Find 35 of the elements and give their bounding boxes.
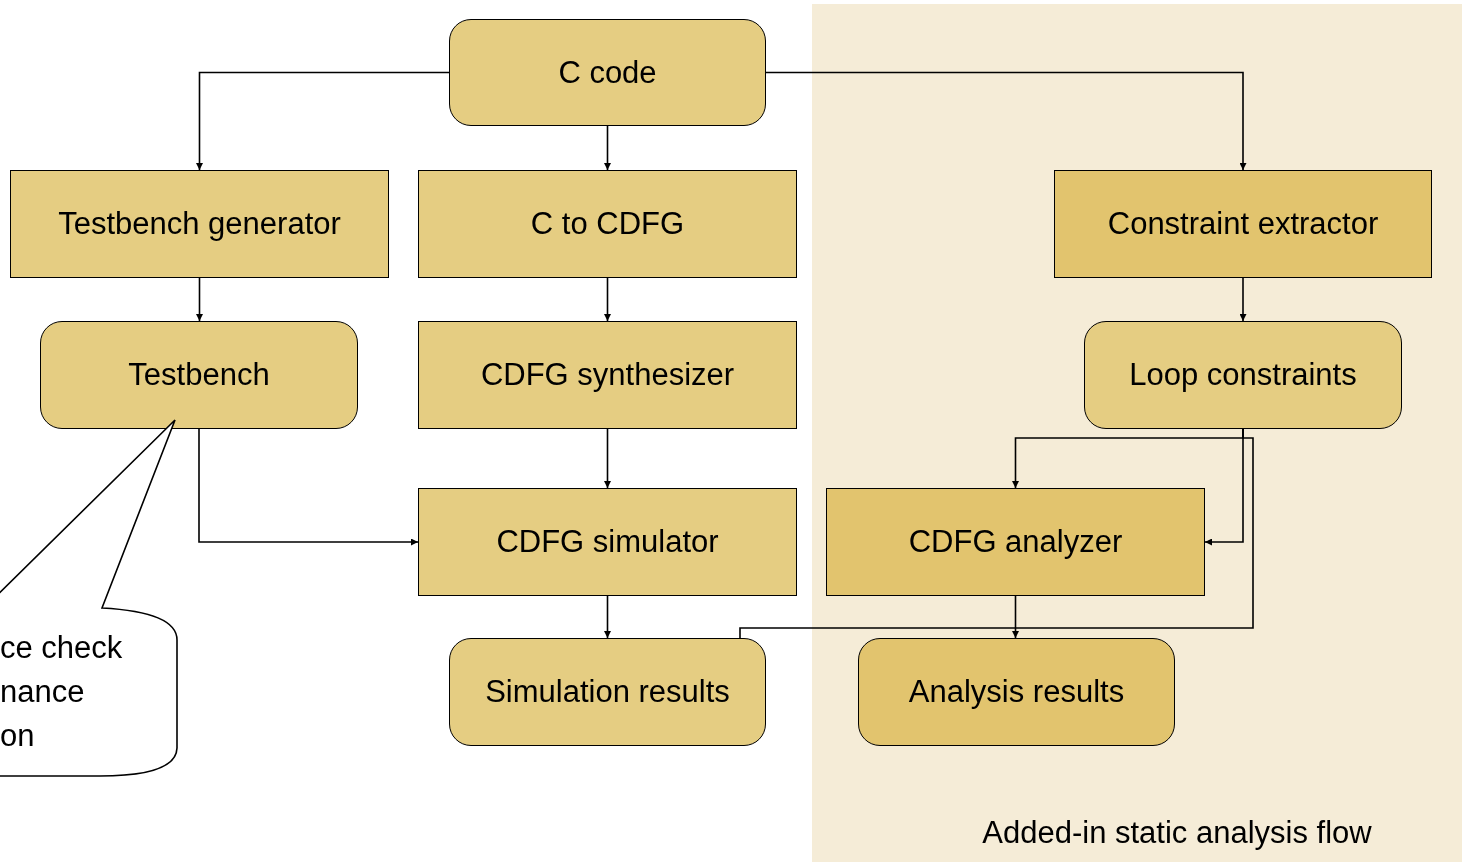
rounded-box bbox=[449, 638, 766, 746]
node-label: C to CDFG bbox=[530, 205, 685, 243]
rounded-box bbox=[40, 321, 358, 429]
rounded-box bbox=[449, 19, 766, 126]
node-label: CDFG synthesizer bbox=[480, 356, 735, 394]
node-label: Analysis results bbox=[908, 673, 1125, 711]
arrow bbox=[604, 428, 611, 489]
rounded-box bbox=[858, 638, 1175, 746]
node-label: C code bbox=[558, 53, 657, 92]
process-box bbox=[826, 488, 1205, 596]
shaded-band bbox=[812, 4, 1462, 862]
arrow bbox=[198, 428, 419, 546]
node-label: Loop constraints bbox=[1129, 356, 1357, 394]
band-title: Added-in static analysis flow bbox=[981, 813, 1372, 852]
arrow bbox=[604, 595, 611, 639]
arrow bbox=[604, 277, 611, 322]
process-box bbox=[418, 170, 797, 278]
arrow bbox=[765, 71, 1247, 171]
node-label: CDFG analyzer bbox=[908, 523, 1123, 561]
node-label: ce check nance on bbox=[0, 630, 123, 753]
arrow bbox=[196, 71, 450, 171]
node-label: Testbench bbox=[128, 356, 270, 394]
rounded-box bbox=[1084, 321, 1402, 429]
process-box bbox=[418, 488, 797, 596]
arrow bbox=[196, 277, 203, 322]
arrow bbox=[1239, 277, 1247, 322]
arrow bbox=[1012, 595, 1019, 639]
node-label: Simulation results bbox=[485, 673, 730, 711]
process-box bbox=[10, 170, 389, 278]
arrow bbox=[604, 125, 611, 171]
node-label: CDFG simulator bbox=[496, 523, 719, 561]
process-box bbox=[418, 321, 797, 429]
node-label: Testbench generator bbox=[58, 205, 341, 243]
node-label: Constraint extractor bbox=[1107, 205, 1379, 243]
process-box bbox=[1054, 170, 1432, 278]
